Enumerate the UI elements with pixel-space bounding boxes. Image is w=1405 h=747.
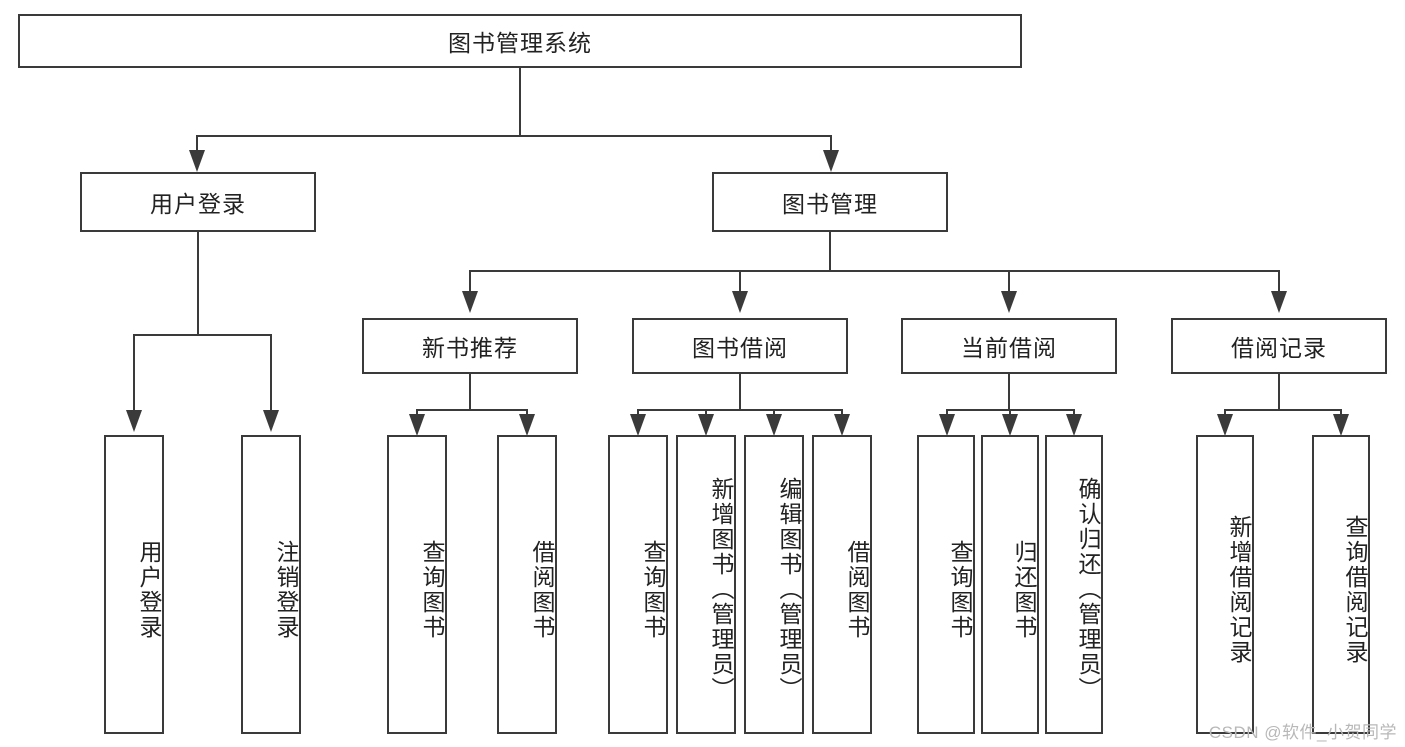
arrowhead-new-books-leaf-2 xyxy=(519,414,535,436)
node-label: 查询借阅记录 xyxy=(1342,514,1368,665)
edge-book-mgmt-to-current xyxy=(1008,270,1010,298)
node-label: 用户登录 xyxy=(150,191,246,217)
leaf-borrow-edit-book[interactable]: 编辑图书（管理员） xyxy=(744,435,804,734)
node-label: 注销登录 xyxy=(273,539,299,640)
edge-records-bar xyxy=(1224,409,1342,411)
node-label: 归还图书 xyxy=(1011,539,1037,640)
arrowhead-book-mgmt-borrow xyxy=(732,291,748,313)
edge-book-mgmt-to-borrow xyxy=(739,270,741,298)
node-label: 查询图书 xyxy=(640,539,666,640)
edge-root-to-user-login xyxy=(196,135,198,157)
node-user-login[interactable]: 用户登录 xyxy=(80,172,316,232)
node-label: 当前借阅 xyxy=(961,335,1057,361)
arrowhead-root-to-book-mgmt xyxy=(823,150,839,172)
edge-borrow-bar xyxy=(637,409,843,411)
arrowhead-borrow-leaf-4 xyxy=(834,414,850,436)
leaf-records-query[interactable]: 查询借阅记录 xyxy=(1312,435,1370,734)
arrowhead-records-leaf-2 xyxy=(1333,414,1349,436)
node-label: 查询图书 xyxy=(947,539,973,640)
edge-root-to-book-mgmt xyxy=(830,135,832,157)
edge-user-login-to-leaf-1 xyxy=(133,334,135,416)
node-label: 确认归还（管理员） xyxy=(1075,477,1101,702)
arrowhead-user-login-leaf-2 xyxy=(263,410,279,432)
leaf-new-books-query[interactable]: 查询图书 xyxy=(387,435,447,734)
arrowhead-book-mgmt-records xyxy=(1271,291,1287,313)
edge-current-stem xyxy=(1008,374,1010,410)
node-root-system[interactable]: 图书管理系统 xyxy=(18,14,1022,68)
leaf-borrow-borrow-book[interactable]: 借阅图书 xyxy=(812,435,872,734)
edge-records-stem xyxy=(1278,374,1280,410)
arrowhead-records-leaf-1 xyxy=(1217,414,1233,436)
node-current-borrow[interactable]: 当前借阅 xyxy=(901,318,1117,374)
node-new-book-recommend[interactable]: 新书推荐 xyxy=(362,318,578,374)
node-book-borrow[interactable]: 图书借阅 xyxy=(632,318,848,374)
edge-borrow-stem xyxy=(739,374,741,410)
arrowhead-current-leaf-2 xyxy=(1002,414,1018,436)
leaf-new-books-borrow[interactable]: 借阅图书 xyxy=(497,435,557,734)
leaf-current-query-book[interactable]: 查询图书 xyxy=(917,435,975,734)
leaf-current-return-book[interactable]: 归还图书 xyxy=(981,435,1039,734)
edge-user-login-to-leaf-2 xyxy=(270,334,272,416)
edge-user-login-bar xyxy=(133,334,272,336)
leaf-user-login[interactable]: 用户登录 xyxy=(104,435,164,734)
node-label: 图书管理 xyxy=(782,191,878,217)
arrowhead-root-to-user-login xyxy=(189,150,205,172)
node-book-management[interactable]: 图书管理 xyxy=(712,172,948,232)
node-label: 新书推荐 xyxy=(422,335,518,361)
edge-book-mgmt-to-new-books xyxy=(469,270,471,298)
node-label: 新增图书（管理员） xyxy=(708,477,734,702)
node-label: 用户登录 xyxy=(136,539,162,640)
node-label: 借阅图书 xyxy=(844,539,870,640)
node-label: 图书借阅 xyxy=(692,335,788,361)
edge-root-bar xyxy=(196,135,832,137)
arrowhead-book-mgmt-new-books xyxy=(462,291,478,313)
node-label: 编辑图书（管理员） xyxy=(776,477,802,702)
leaf-records-add[interactable]: 新增借阅记录 xyxy=(1196,435,1254,734)
node-label: 查询图书 xyxy=(419,539,445,640)
arrowhead-user-login-leaf-1 xyxy=(126,410,142,432)
node-label: 图书管理系统 xyxy=(448,30,592,56)
leaf-borrow-add-book[interactable]: 新增图书（管理员） xyxy=(676,435,736,734)
arrowhead-current-leaf-1 xyxy=(939,414,955,436)
edge-book-mgmt-bar xyxy=(469,270,1279,272)
arrowhead-borrow-leaf-3 xyxy=(766,414,782,436)
edge-book-mgmt-stem xyxy=(829,232,831,272)
node-borrow-records[interactable]: 借阅记录 xyxy=(1171,318,1387,374)
edge-root-stem xyxy=(519,68,521,136)
node-label: 新增借阅记录 xyxy=(1226,514,1252,665)
arrowhead-borrow-leaf-2 xyxy=(698,414,714,436)
node-label: 借阅记录 xyxy=(1231,335,1327,361)
edge-new-books-stem xyxy=(469,374,471,410)
leaf-borrow-query-book[interactable]: 查询图书 xyxy=(608,435,668,734)
leaf-logout[interactable]: 注销登录 xyxy=(241,435,301,734)
arrowhead-new-books-leaf-1 xyxy=(409,414,425,436)
edge-user-login-stem xyxy=(197,232,199,335)
arrowhead-current-leaf-3 xyxy=(1066,414,1082,436)
leaf-current-confirm-return[interactable]: 确认归还（管理员） xyxy=(1045,435,1103,734)
node-label: 借阅图书 xyxy=(529,539,555,640)
arrowhead-borrow-leaf-1 xyxy=(630,414,646,436)
watermark-text: CSDN @软件_小贺同学 xyxy=(1208,723,1397,742)
arrowhead-book-mgmt-current xyxy=(1001,291,1017,313)
edge-new-books-bar xyxy=(416,409,528,411)
edge-book-mgmt-to-records xyxy=(1278,270,1280,298)
